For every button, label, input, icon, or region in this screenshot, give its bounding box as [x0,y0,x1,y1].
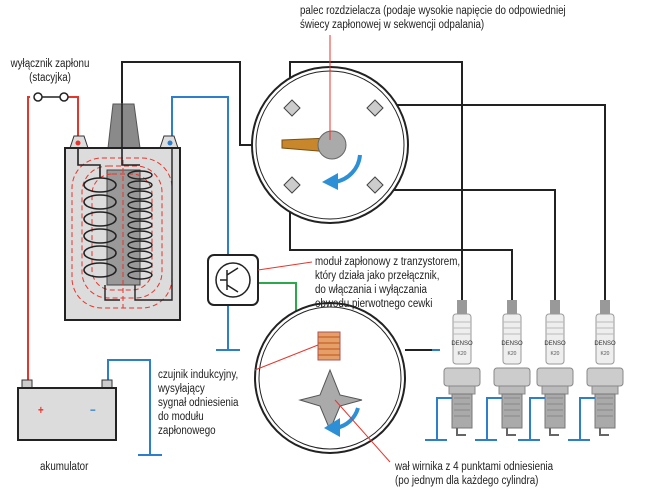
battery-ground-wire [107,359,151,455]
svg-text:K20: K20 [508,351,517,357]
spark-plug: DENSO K20 [425,300,481,441]
spark-plug: DENSO K20 [568,300,624,441]
svg-text:DENSO: DENSO [594,341,616,347]
module-label: moduł zapłonowy z tranzystorem,który dzi… [315,256,461,310]
svg-text:K20: K20 [551,351,560,357]
battery [17,379,117,441]
coil-negative-wire [171,96,229,350]
ignition-switch [33,92,69,102]
positive-wire [27,96,79,388]
plug3-wire [375,189,556,300]
battery-minus: − [90,405,96,417]
rotation-arrow [334,154,362,184]
plug4-wire [375,104,606,300]
svg-text:DENSO: DENSO [501,341,523,347]
reluctor [254,302,406,454]
svg-text:DENSO: DENSO [451,341,473,347]
svg-text:DENSO: DENSO [544,341,566,347]
battery-plus: + [38,405,44,417]
battery-label: akumulator [40,461,89,473]
spark-plug: DENSO K20 [518,300,574,441]
plug2-wire [289,195,513,300]
inductive-sensor [317,331,341,361]
svg-text:K20: K20 [601,351,610,357]
switch-label: wyłącznik zapłonu(stacyjka) [10,58,90,84]
spark-plug: DENSO K20 [475,300,531,441]
ignition-coil [64,103,181,321]
distributor-cap [251,66,409,224]
ignition-module [207,254,259,306]
rotor-label: palec rozdzielacza (podaje wysokie napię… [300,5,566,31]
shaft-label: wał wirnika z 4 punktami odniesienia(po … [395,461,554,487]
svg-text:K20: K20 [458,351,467,357]
